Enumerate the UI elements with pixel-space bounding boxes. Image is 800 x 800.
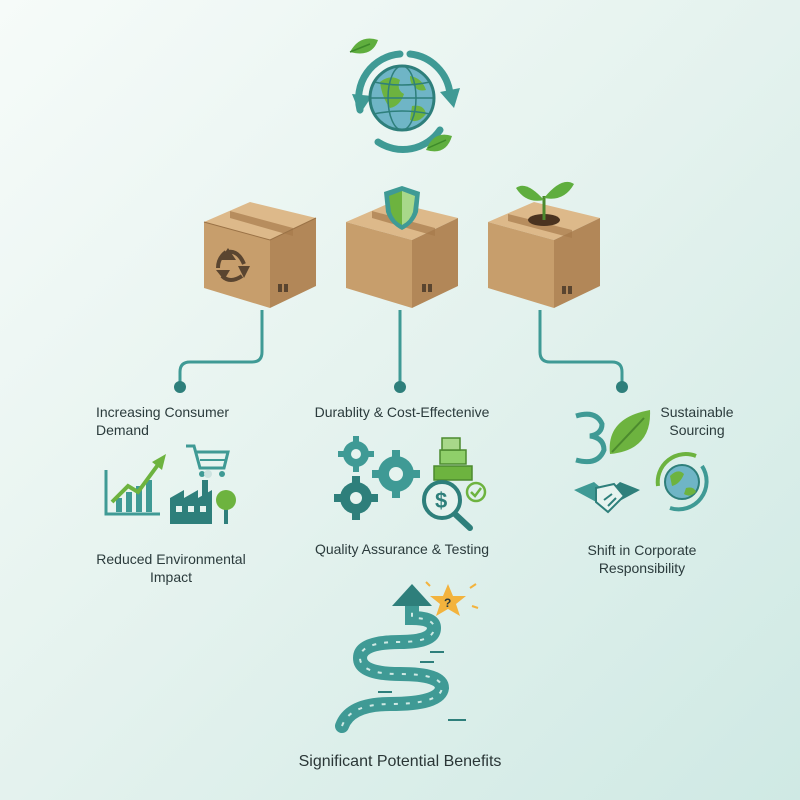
globe-recycle-icon xyxy=(349,38,460,154)
question-star-icon: ? xyxy=(425,581,479,616)
shield-icon xyxy=(384,186,420,230)
money-magnifier-icon: $ xyxy=(422,480,473,531)
factory-icon xyxy=(170,470,212,524)
stacked-boxes-icon xyxy=(433,437,473,481)
svg-text:?: ? xyxy=(444,596,451,610)
recycle-icon xyxy=(216,248,250,282)
number-three-icon xyxy=(575,411,607,465)
label-quality-assurance-testing: Quality Assurance & Testing xyxy=(314,541,490,557)
checkmark-icon xyxy=(465,481,487,503)
label-shift-corporate-responsibility: Shift in Corporate Responsibility xyxy=(587,542,697,576)
right-icon-cluster xyxy=(574,410,709,514)
shopping-cart-icon xyxy=(186,444,230,477)
label-sustainable-sourcing: Sustainable Sourcing xyxy=(660,404,734,438)
handshake-icon xyxy=(574,482,640,514)
footer-title: Significant Potential Benefits xyxy=(298,753,502,770)
globe-cycle-icon xyxy=(655,452,709,512)
label-reduced-environmental-impact: Reduced Environmental Impact xyxy=(96,551,246,585)
growth-chart-icon xyxy=(104,454,166,516)
box-sprout xyxy=(488,181,600,308)
gears-icon xyxy=(334,436,420,520)
label-increasing-consumer-demand: Increasing Consumer Demand xyxy=(96,404,230,438)
connector-lines xyxy=(174,310,628,393)
box-shield xyxy=(346,186,458,308)
leaf-icon xyxy=(609,410,651,454)
sprout-icon xyxy=(516,181,574,226)
left-icon-cluster xyxy=(104,444,236,524)
svg-text:$: $ xyxy=(435,488,447,513)
box-recycle xyxy=(203,202,317,308)
middle-icon-cluster: $ xyxy=(334,436,487,531)
label-durability-cost-effective: Durablity & Cost-Effectenive xyxy=(314,404,490,420)
tree-icon xyxy=(216,490,236,524)
winding-road-arrow-icon: ? xyxy=(335,581,479,733)
